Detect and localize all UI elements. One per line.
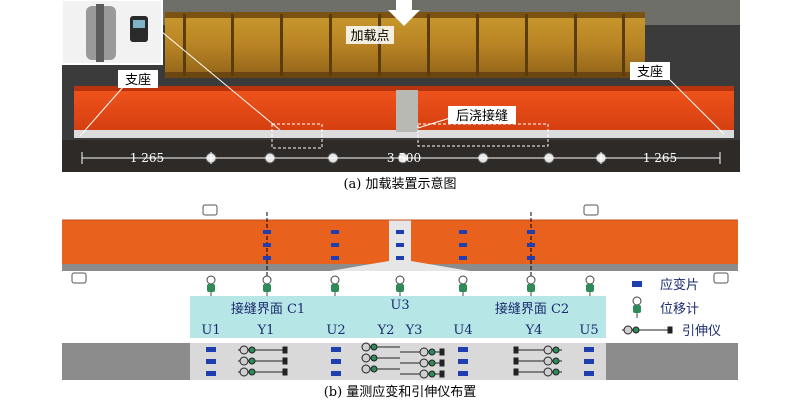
extensometer-icon <box>513 345 562 355</box>
support-icon <box>71 272 87 284</box>
u3-label: U3 <box>390 298 409 313</box>
extensometer-icon <box>361 353 400 363</box>
strain-gauge <box>263 243 271 247</box>
strain-gauge <box>396 230 404 234</box>
strain-gauges-plan <box>206 347 594 376</box>
joint-taper <box>330 261 470 271</box>
displacement-meter-icon <box>395 275 405 298</box>
extensometers <box>238 342 562 379</box>
test-beam <box>74 86 734 138</box>
bottom-labels: U1 Y1 U2 Y2 Y3 U4 Y4 U5 <box>201 323 598 338</box>
dim-left: 1 265 <box>130 151 164 165</box>
displacement-meter-legend-icon <box>632 296 642 318</box>
load-point-label: 加载点 <box>350 29 389 44</box>
strain-gauge <box>459 243 467 247</box>
load-point-label-bg <box>346 26 394 44</box>
legend-extensometer: 引伸仪 <box>682 324 721 339</box>
strain-gauge <box>527 243 535 247</box>
displacement-meter-icon <box>330 275 340 298</box>
extensometer-icon <box>400 358 445 368</box>
legend: 应变片 位移计 引伸仪 <box>622 277 721 339</box>
extensometer-icon <box>238 356 288 366</box>
top-supports <box>202 204 599 216</box>
label-u5: U5 <box>579 323 598 338</box>
interface-left-label: 接缝界面 C1 <box>231 301 305 317</box>
legend-strain-gauge: 应变片 <box>660 277 699 293</box>
strain-gauge <box>396 256 404 260</box>
loading-setup-photo: 加载点 支座 支座 后浇接缝 <box>61 0 740 172</box>
extensometer-icon <box>400 369 445 379</box>
label-u4: U4 <box>453 323 472 338</box>
extensometer-icon <box>361 364 400 374</box>
dim-center: 3 500 <box>387 151 421 165</box>
strain-gauge <box>331 256 339 260</box>
displacement-meter-icon <box>206 275 216 298</box>
label-y3: Y3 <box>405 323 423 338</box>
dimension-line <box>81 152 721 164</box>
support-left-leader <box>79 85 125 137</box>
label-y4: Y4 <box>525 323 543 338</box>
extensometer-icon <box>238 367 288 377</box>
extensometer-legend-icon <box>622 325 673 335</box>
displacement-meter-icon <box>262 275 272 298</box>
label-y1: Y1 <box>257 323 275 338</box>
beam-elevation <box>62 219 738 271</box>
strain-gauge <box>527 256 535 260</box>
inset-leader-line <box>161 31 281 131</box>
load-arrow-icon <box>388 0 420 26</box>
strain-gauge-legend-icon <box>632 281 642 287</box>
support-left-label: 支座 <box>125 73 151 88</box>
displacement-meters <box>206 275 595 298</box>
strain-gauge <box>459 230 467 234</box>
joint-region <box>396 90 418 132</box>
load-lines <box>266 212 532 290</box>
strain-gauge <box>331 230 339 234</box>
label-u2: U2 <box>326 323 345 338</box>
joint-label-bg <box>448 106 516 124</box>
caption-a: (a) 加载装置示意图 <box>343 176 456 192</box>
strain-gauge <box>459 256 467 260</box>
extensometer-icon <box>400 347 445 357</box>
displacement-meter-icon <box>585 275 595 298</box>
strain-gauge <box>527 230 535 234</box>
strain-gauge <box>396 243 404 247</box>
joint-label: 后浇接缝 <box>456 108 508 124</box>
extensometer-icon <box>513 367 562 377</box>
support-right-leader <box>667 77 725 135</box>
caption-b: (b) 量测应变和引伸仪布置 <box>324 384 477 400</box>
dim-right: 1 265 <box>643 151 677 165</box>
label-u1: U1 <box>201 323 220 338</box>
strain-gauge <box>263 230 271 234</box>
extensometer-icon <box>513 356 562 366</box>
label-y2: Y2 <box>377 323 395 338</box>
displacement-meter-icon <box>526 275 536 298</box>
support-left-label-bg <box>118 70 158 88</box>
legend-displacement-meter: 位移计 <box>660 302 699 317</box>
support-right-label: 支座 <box>637 65 663 80</box>
strain-gauge <box>331 243 339 247</box>
support-icon <box>202 204 218 216</box>
interface-panel <box>190 296 606 338</box>
displacement-meter-icon <box>458 275 468 298</box>
support-icon <box>713 272 729 284</box>
strain-gauges-beam <box>263 230 535 260</box>
extensometer-icon <box>361 342 400 352</box>
support-icon <box>583 204 599 216</box>
beam-segment-left <box>62 220 389 266</box>
support-right-label-bg <box>630 62 670 80</box>
inset-photo <box>61 0 163 65</box>
detail-highlight-box <box>271 123 323 149</box>
extensometer-icon <box>238 345 288 355</box>
interface-right-label: 接缝界面 C2 <box>495 301 569 317</box>
strain-gauge <box>263 256 271 260</box>
joint-leader <box>417 117 451 129</box>
bottom-supports <box>71 272 729 284</box>
